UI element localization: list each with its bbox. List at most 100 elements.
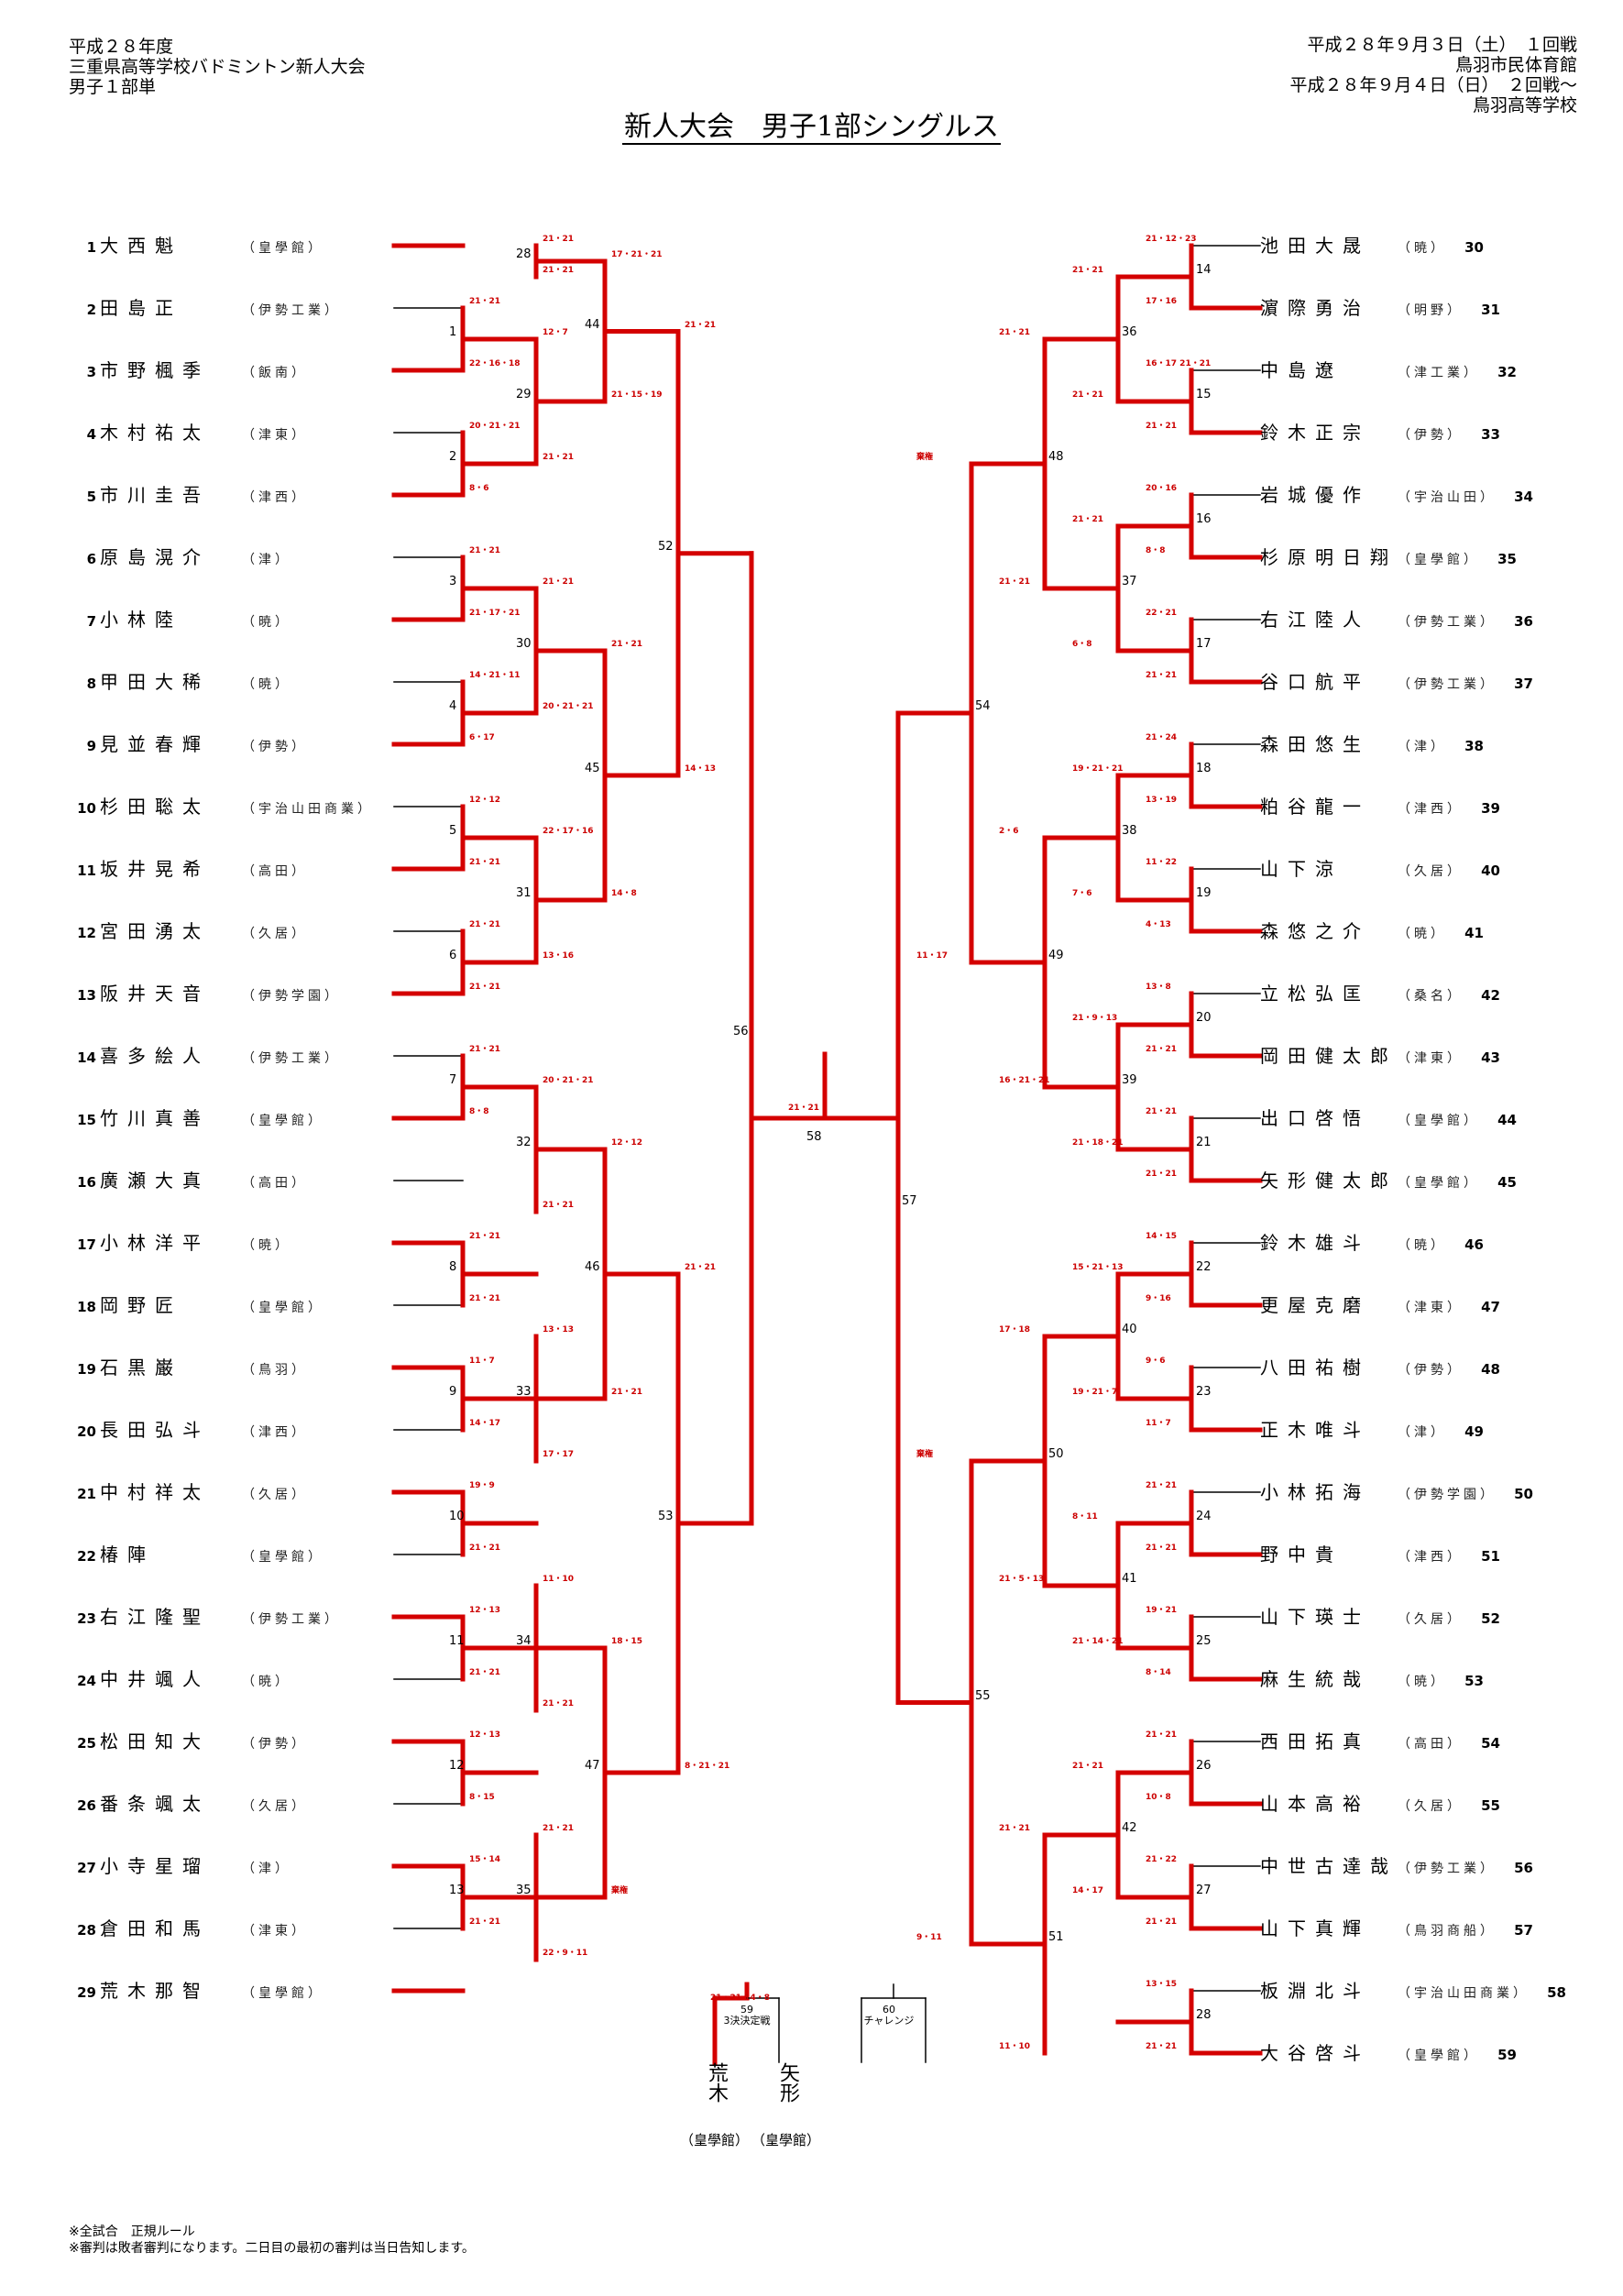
match-score: 21・21 [1146,422,1178,431]
player-seed: 10 [77,800,96,817]
player-name: 小寺星瑠 [100,1855,210,1877]
match-score: 8・21・21 [685,1762,730,1771]
match-score: 6・17 [469,733,495,742]
player-entry: 粕谷龍一（津西）39 [1260,793,1500,820]
match-number: 37 [1122,575,1137,588]
player-seed: 38 [1464,738,1484,754]
match-number: 36 [1122,325,1137,339]
player-entry: 池田大晟（暁）30 [1260,232,1484,259]
player-entry: 山本高裕（久居）55 [1260,1790,1500,1818]
player-name: 市野楓季 [100,359,210,381]
match-score: 11・10 [543,1575,575,1584]
player-seed: 39 [1481,800,1500,817]
player-seed: 5 [86,489,96,505]
player-name: 野中貴 [1260,1543,1343,1565]
match-number: 57 [902,1193,917,1208]
player-name: 粕谷龍一 [1260,796,1370,818]
player-seed: 47 [1481,1299,1500,1315]
player-name: 中島遼 [1260,359,1343,381]
match-number: 46 [585,1260,600,1274]
match-number: 6 [449,949,457,962]
match-score: 21・14・21 [1072,1637,1124,1646]
player-name: 麻生統哉 [1260,1668,1370,1690]
player-name: 岡田健太郎 [1260,1045,1398,1067]
match-score: 21・21 [469,858,501,867]
player-entry: 西田拓真（高田）54 [1260,1728,1500,1755]
player-seed: 33 [1481,426,1500,443]
match-score: 21・9・13 [1072,1014,1118,1023]
match-score: 14・15 [1146,1232,1178,1241]
player-team: （久居） [1398,864,1464,879]
player-team: （津） [1398,740,1447,754]
player-team: （暁） [242,1238,291,1253]
match-score: 21・21 [1146,1045,1178,1054]
player-name: 椿陣 [100,1543,155,1565]
player-entry: 中島遼（津工業）32 [1260,357,1517,384]
match-number: 56 [733,1024,749,1038]
match-score: 17・17 [543,1450,575,1459]
player-seed: 54 [1481,1735,1500,1752]
player-seed: 52 [1481,1610,1500,1627]
match-number: 16 [1196,512,1212,526]
player-seed: 41 [1464,925,1484,941]
player-team: （久居） [242,1488,308,1502]
player-name: 右江陸人 [1260,609,1370,631]
player-entry: 森田悠生（津）38 [1260,731,1484,758]
match-score: 15・21・13 [1072,1263,1124,1272]
match-score: 棄権 [916,453,934,462]
match-number: 30 [516,637,532,651]
player-name: 坂井晃希 [100,858,210,880]
player-name: 倉田和馬 [100,1917,210,1939]
player-entry: 大谷啓斗（皇學館）59 [1260,2039,1517,2067]
player-seed: 15 [77,1112,96,1128]
match-score: 13・13 [543,1325,575,1335]
player-team: （桑名） [1398,989,1464,1004]
third-place-team-1: （皇學館） [680,2132,750,2148]
match-score: 12・13 [469,1606,501,1615]
player-seed: 8 [86,676,96,692]
match-score: 10・8 [1146,1793,1171,1802]
player-name: 森悠之介 [1260,920,1370,942]
player-team: （伊勢学園） [242,989,341,1004]
match-score: 21・21 [543,1201,575,1210]
challenge-match-number: 60 [883,2004,895,2016]
player-name: 杉原明日翔 [1260,546,1398,568]
player-entry: 出口啓悟（皇學館）44 [1260,1104,1517,1132]
match-number: 25 [1196,1634,1212,1648]
player-entry: 岡田健太郎（津東）43 [1260,1042,1500,1070]
match-score: 8・8 [469,1107,489,1116]
player-seed: 53 [1464,1673,1484,1689]
match-number: 15 [1196,388,1212,401]
match-score: 21・21 [469,1543,501,1553]
match-number: 9 [449,1385,457,1399]
match-score: 9・16 [1146,1294,1171,1303]
player-team: （津東） [1398,1051,1464,1066]
match-score: 13・8 [1146,983,1171,992]
player-name: 岩城優作 [1260,484,1370,506]
match-score: 13・19 [1146,796,1178,805]
match-number: 44 [585,317,600,332]
player-name: 宮田湧太 [100,920,210,942]
player-team: （皇學館） [1398,1176,1480,1191]
player-entry: 濵際勇治（明野）31 [1260,294,1500,322]
player-name: 山下真輝 [1260,1917,1370,1939]
player-seed: 32 [1497,364,1517,380]
player-seed: 46 [1464,1236,1484,1253]
match-number: 49 [1048,949,1064,962]
third-place-match-number: 59 [740,2004,753,2016]
player-name: 谷口航平 [1260,671,1370,693]
player-team: （高田） [242,1176,308,1191]
match-score: 17・21・21 [611,250,663,259]
player-name: 原島滉介 [100,546,210,568]
player-team: （久居） [1398,1612,1464,1627]
match-score: 21・22 [1146,1855,1178,1864]
match-score: 22・9・11 [543,1949,588,1958]
player-name: 正木唯斗 [1260,1419,1370,1441]
header-division: 男子１部単 [69,77,157,97]
player-seed: 59 [1497,2047,1517,2063]
header-venue-2: 鳥羽高等学校 [1472,95,1577,115]
